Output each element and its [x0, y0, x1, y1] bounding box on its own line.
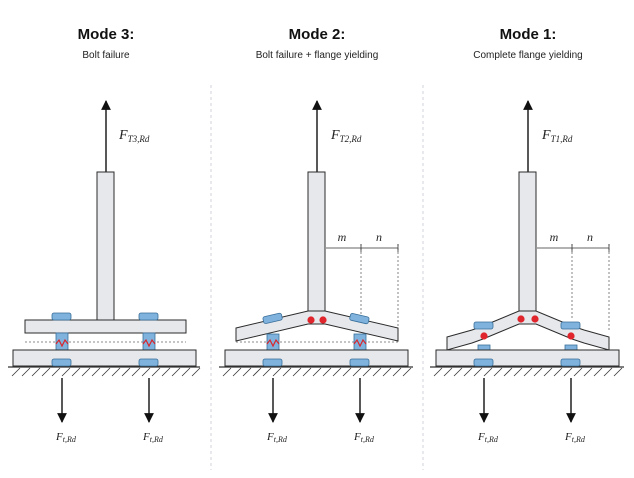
dimension-n-label: n: [587, 230, 593, 244]
dimension-n-label: n: [376, 230, 382, 244]
bolt-force-label-left: Ft,Rd: [477, 431, 499, 444]
bolt-head-right: [560, 321, 581, 330]
tstub-web: [307, 171, 326, 315]
panel-mode-1: Mode 1: Complete flange yielding FT1,Rd …: [430, 26, 624, 444]
panel-subtitle: Complete flange yielding: [473, 50, 583, 61]
dimension-m-label: m: [550, 230, 559, 244]
bolt-head-left: [473, 321, 494, 330]
tstub-web: [518, 171, 537, 312]
dimension-m-label: m: [338, 230, 347, 244]
panel-subtitle: Bolt failure: [82, 50, 130, 61]
ground-hatch: [222, 367, 412, 377]
tstub-flange-bent: [235, 310, 399, 342]
bolt-force-label-right: Ft,Rd: [142, 431, 164, 444]
top-force-label: FT3,Rd: [118, 128, 150, 144]
base-plate: [435, 349, 620, 367]
nut-right: [349, 358, 370, 367]
ground-hatch: [11, 367, 201, 377]
plastic-hinge-web-right: [531, 315, 539, 323]
bolt-fracture-left: [266, 338, 280, 348]
base-plate: [224, 349, 409, 367]
base-plate: [12, 349, 197, 367]
plastic-hinge-right: [319, 316, 327, 324]
tstub-flange-yielded: [446, 310, 610, 351]
top-force-label: FT2,Rd: [330, 128, 362, 144]
bolt-fracture-right: [142, 338, 156, 348]
bolt-force-label-left: Ft,Rd: [55, 431, 77, 444]
nut-left: [51, 358, 72, 367]
bolt-head-left: [262, 312, 283, 324]
bolt-head-right: [349, 313, 370, 325]
plastic-hinge-bolt-right: [567, 332, 575, 340]
panel-subtitle: Bolt failure + flange yielding: [256, 50, 379, 61]
bolt-fracture-right: [353, 338, 367, 348]
bolt-force-label-right: Ft,Rd: [564, 431, 586, 444]
plastic-hinge-web-left: [517, 315, 525, 323]
panel-mode-3: Mode 3: Bolt failure FT3,Rd: [8, 26, 201, 444]
nut-right: [560, 358, 581, 367]
nut-left: [473, 358, 494, 367]
nut-right: [138, 358, 159, 367]
bolt-head-right: [138, 312, 159, 321]
panel-title: Mode 2:: [289, 26, 346, 43]
plastic-hinge-bolt-left: [480, 332, 488, 340]
ground-hatch: [433, 367, 623, 377]
panel-mode-2: Mode 2: Bolt failure + flange yielding F…: [219, 26, 413, 444]
tstub-web: [96, 171, 115, 322]
panel-title: Mode 1:: [500, 26, 557, 43]
bolt-fracture-left: [55, 338, 69, 348]
bolt-head-left: [51, 312, 72, 321]
plastic-hinge-left: [307, 316, 315, 324]
bolt-force-label-right: Ft,Rd: [353, 431, 375, 444]
bolt-force-label-left: Ft,Rd: [266, 431, 288, 444]
top-force-label: FT1,Rd: [541, 128, 573, 144]
tstub-flange: [24, 319, 187, 334]
panel-title: Mode 3:: [78, 26, 135, 43]
nut-left: [262, 358, 283, 367]
